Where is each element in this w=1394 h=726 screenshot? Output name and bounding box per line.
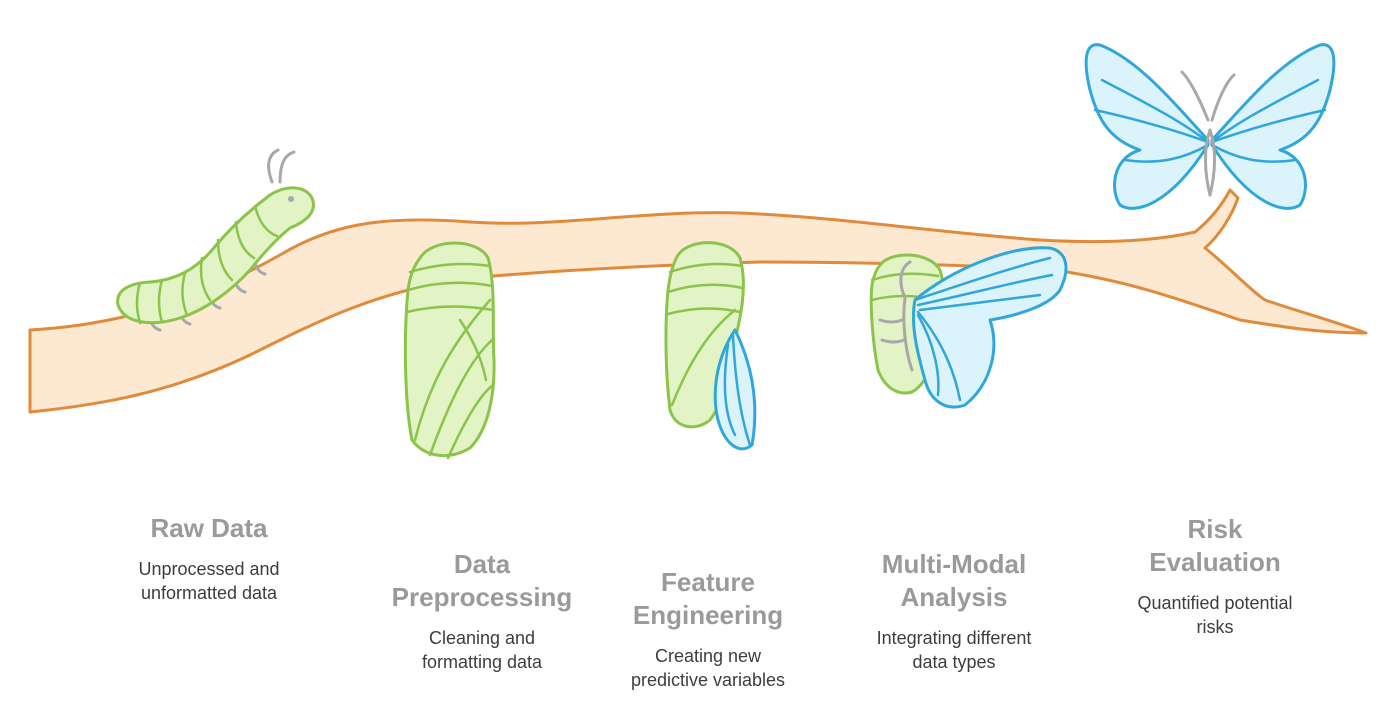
stage-raw-data: Raw Data Unprocessed and unformatted dat… [79, 512, 339, 605]
stage-title: Risk Evaluation [1149, 514, 1281, 577]
butterfly-emerging-icon [869, 246, 1068, 409]
stage-multi-modal-analysis: Multi-Modal Analysis Integrating differe… [824, 548, 1084, 674]
caterpillar-icon [116, 148, 315, 332]
stage-data-preprocessing: Data Preprocessing Cleaning and formatti… [352, 548, 612, 674]
stage-title: Feature Engineering [632, 567, 784, 630]
stage-description: Quantified potential risks [1137, 593, 1293, 637]
stage-feature-engineering: Feature Engineering Creating new predict… [578, 566, 838, 692]
butterfly-icon [1084, 43, 1336, 210]
chrysalis-emerging-icon [664, 241, 757, 451]
chrysalis-icon [403, 241, 496, 460]
stage-description: Unprocessed and unformatted data [138, 559, 280, 603]
stage-description: Creating new predictive variables [630, 646, 786, 690]
stage-title: Raw Data [150, 513, 268, 543]
stage-description: Cleaning and formatting data [421, 628, 543, 672]
stage-risk-evaluation: Risk Evaluation Quantified potential ris… [1085, 513, 1345, 639]
stage-description: Integrating different data types [876, 628, 1032, 672]
stage-title: Multi-Modal Analysis [881, 549, 1027, 612]
stage-title: Data Preprocessing [391, 549, 573, 612]
branch [28, 188, 1368, 414]
